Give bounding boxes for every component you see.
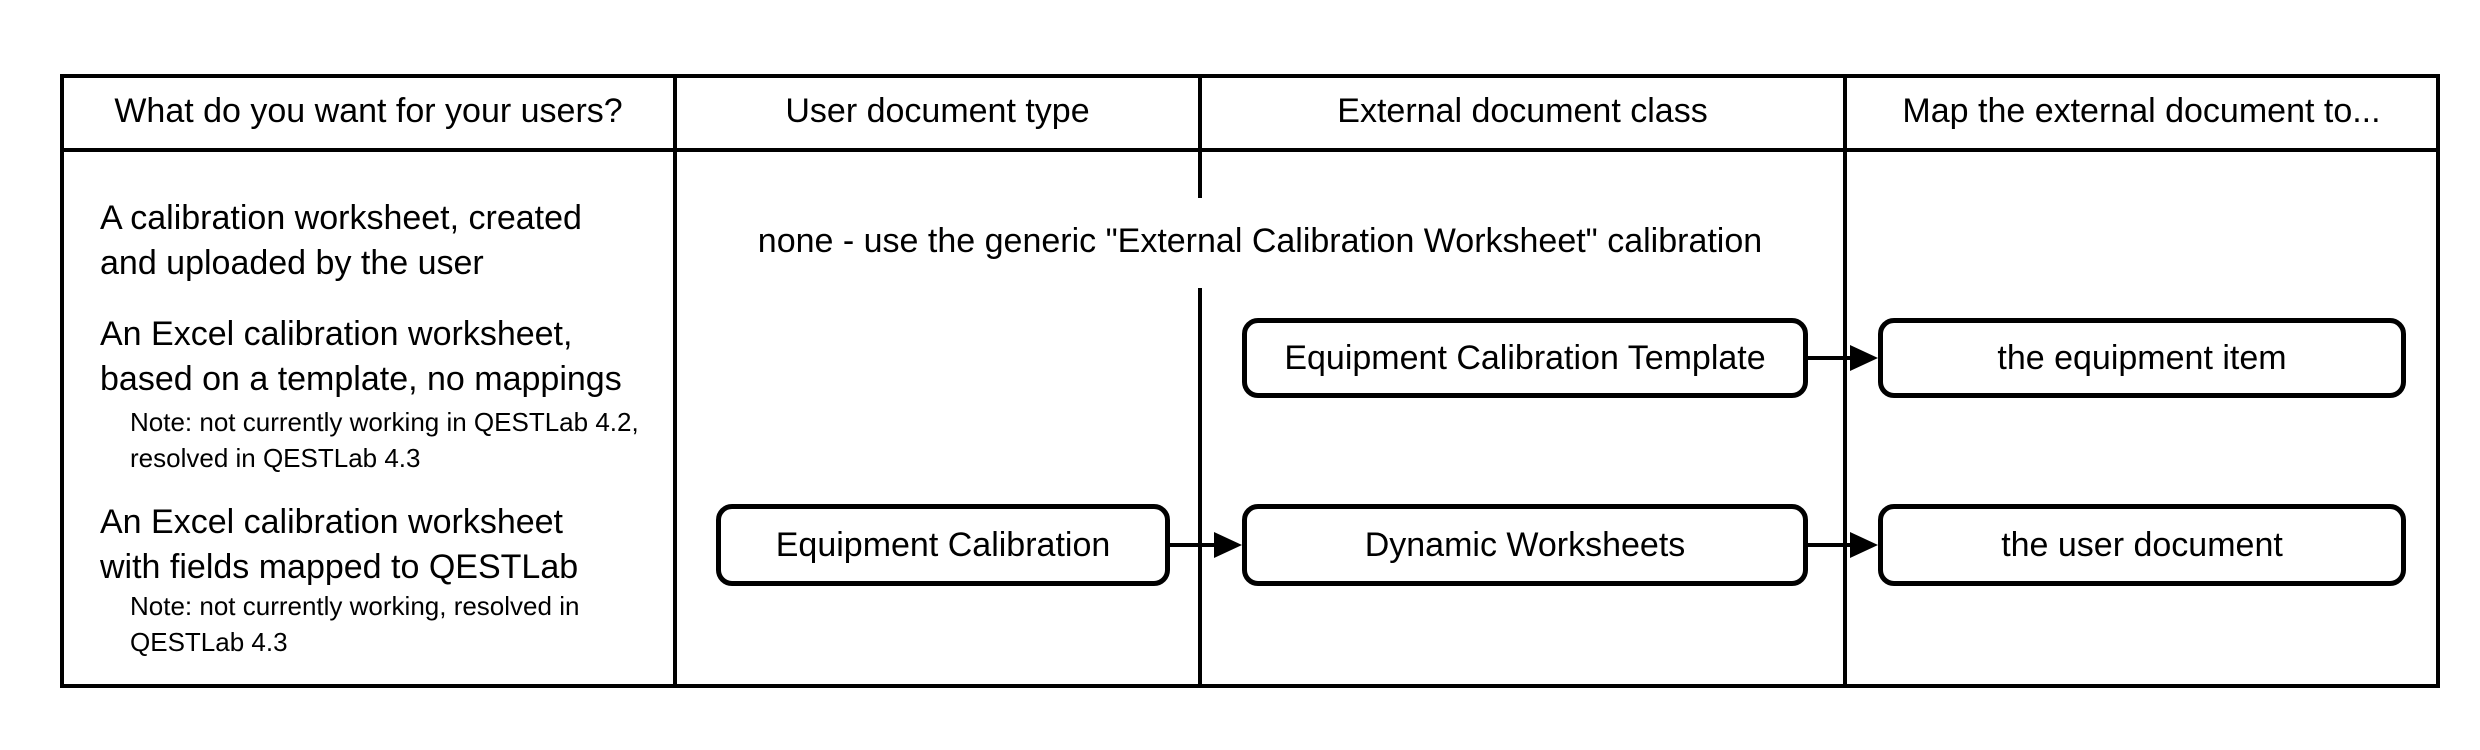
header-divider-line <box>60 148 2440 152</box>
row2-note-text: Note: not currently working in QESTLab 4… <box>130 407 639 473</box>
box-equipment-calibration-label: Equipment Calibration <box>775 525 1111 564</box>
arrow-row2-line <box>1808 356 1852 360</box>
header-what-you-want: What do you want for your users? <box>114 91 623 130</box>
row3-note-text: Note: not currently working, resolved in… <box>130 591 580 657</box>
box-equipment-calibration-template-label: Equipment Calibration Template <box>1284 338 1766 377</box>
column-divider-2-upper <box>1198 74 1202 198</box>
row1-want-text: A calibration worksheet, created and upl… <box>100 199 582 282</box>
row3-want-text: An Excel calibration worksheet with fiel… <box>100 503 579 586</box>
box-the-user-document: the user document <box>1878 504 2406 586</box>
header-map-external-document: Map the external document to... <box>1902 91 2381 130</box>
box-the-user-document-label: the user document <box>2001 525 2283 564</box>
header-user-document-type: User document type <box>785 91 1090 130</box>
arrow-row2-head-icon <box>1850 345 1878 371</box>
row1-none-generic-text: none - use the generic "External Calibra… <box>757 221 1763 260</box>
column-divider-2-lower <box>1198 288 1202 688</box>
box-the-equipment-item-label: the equipment item <box>1997 338 2287 377</box>
column-divider-1 <box>673 74 677 688</box>
column-divider-3 <box>1843 74 1847 688</box>
box-dynamic-worksheets: Dynamic Worksheets <box>1242 504 1808 586</box>
arrow-row3-first-line <box>1170 543 1216 547</box>
header-external-document-class: External document class <box>1337 91 1708 130</box>
table-outline <box>60 74 2440 688</box>
arrow-row3-first-head-icon <box>1214 532 1242 558</box>
box-dynamic-worksheets-label: Dynamic Worksheets <box>1364 525 1686 564</box>
row2-want-text: An Excel calibration worksheet, based on… <box>100 315 622 398</box>
arrow-row3-second-head-icon <box>1850 532 1878 558</box>
box-the-equipment-item: the equipment item <box>1878 318 2406 398</box>
box-equipment-calibration-template: Equipment Calibration Template <box>1242 318 1808 398</box>
arrow-row3-second-line <box>1808 543 1852 547</box>
box-equipment-calibration: Equipment Calibration <box>716 504 1170 586</box>
